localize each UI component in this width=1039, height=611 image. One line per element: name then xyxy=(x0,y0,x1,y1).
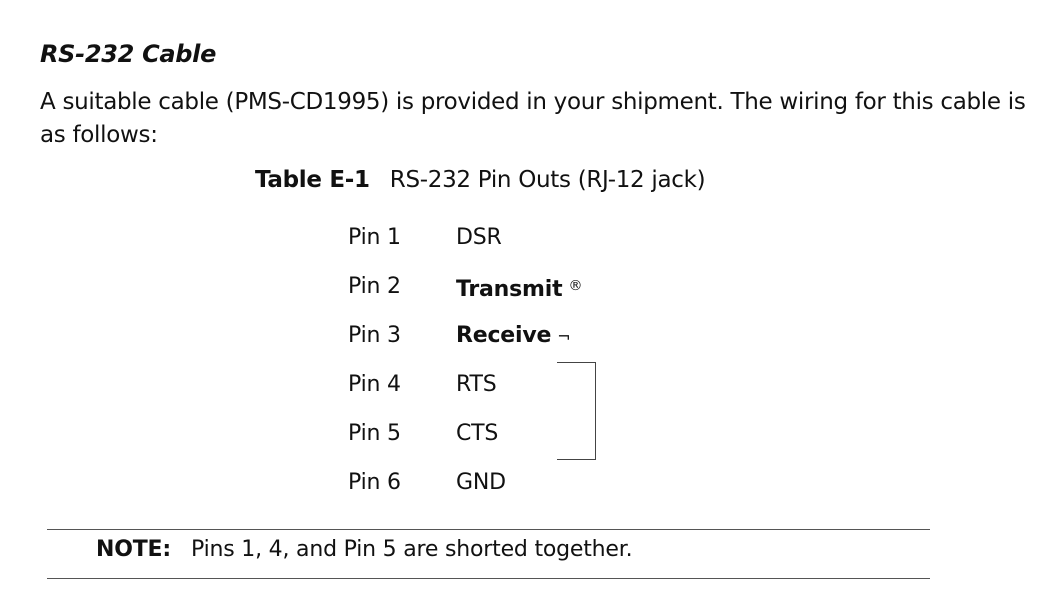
table-caption: Table E-1 RS-232 Pin Outs (RJ-12 jack) xyxy=(255,167,706,193)
table-number: Table E-1 xyxy=(255,167,370,193)
pin-label: Pin 4 xyxy=(348,372,401,397)
table-title: RS-232 Pin Outs (RJ-12 jack) xyxy=(389,167,706,193)
transmit-arrow-icon: ® xyxy=(568,278,583,294)
pin-signal: Receive xyxy=(456,323,552,348)
receive-arrow-icon: ¬ xyxy=(557,327,571,346)
pin-label: Pin 5 xyxy=(348,421,401,446)
pin-signal: DSR xyxy=(456,225,502,250)
section-heading: RS-232 Cable xyxy=(40,40,217,68)
pin-signal: CTS xyxy=(456,421,499,446)
pin-signal-cell: Receive ¬ xyxy=(456,311,571,361)
pin-signal: GND xyxy=(456,470,506,495)
pin-label: Pin 6 xyxy=(348,470,401,495)
intro-paragraph: A suitable cable (PMS-CD1995) is provide… xyxy=(40,89,1026,148)
pin-signal-cell: Transmit ® xyxy=(456,262,582,314)
note: NOTE: Pins 1, 4, and Pin 5 are shorted to… xyxy=(96,537,633,562)
pin-label: Pin 1 xyxy=(348,225,401,250)
pin-signal: Transmit xyxy=(456,277,563,302)
short-bracket xyxy=(557,362,596,460)
note-top-divider xyxy=(47,529,930,530)
pin-label: Pin 2 xyxy=(348,274,401,299)
pin-signal: RTS xyxy=(456,372,497,397)
note-label: NOTE: xyxy=(96,537,171,562)
pin-label: Pin 3 xyxy=(348,323,401,348)
note-bottom-divider xyxy=(47,578,930,579)
note-text: Pins 1, 4, and Pin 5 are shorted togethe… xyxy=(191,537,633,562)
